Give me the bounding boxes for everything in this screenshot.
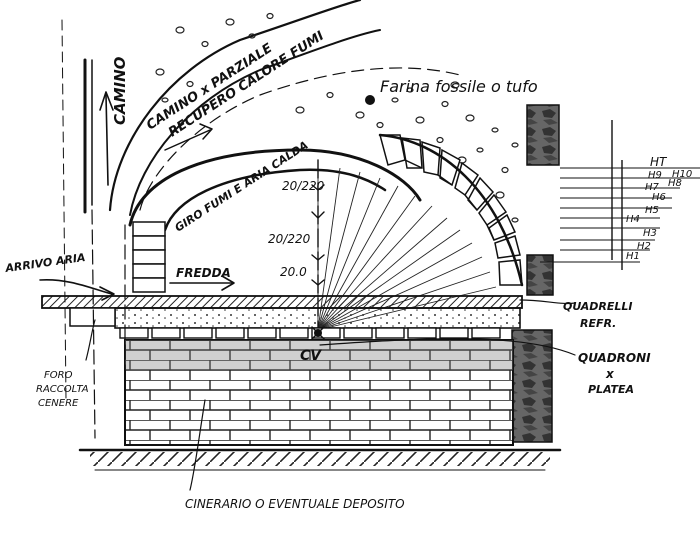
label-quadroni-2: x	[605, 367, 615, 381]
label-cv: CV	[300, 348, 322, 364]
level-h5: H5	[645, 205, 659, 216]
dimension-low: 20.0	[280, 265, 307, 279]
label-quadroni-3: PLATEA	[588, 383, 634, 396]
level-h8: H8	[668, 178, 682, 189]
chimney	[61, 19, 93, 401]
label-quadrelli-2: REFR.	[580, 317, 616, 330]
flue-channel	[108, 0, 461, 216]
brick-base	[124, 339, 514, 446]
level-labels: HT H10 H9 H8 H7 H6 H5 H4 H3 H2 H1	[626, 155, 692, 262]
level-h2: H2	[637, 241, 651, 252]
label-camino: CAMINO	[111, 56, 129, 125]
label-fredda: FREDDA	[176, 266, 231, 280]
flue-flow-arrow	[164, 123, 213, 151]
level-h6: H6	[652, 192, 666, 203]
label-cinerario: CINERARIO O EVENTUALE DEPOSITO	[185, 497, 405, 511]
dome-left-pillar	[132, 221, 166, 293]
label-foro-1: FORO	[44, 370, 73, 381]
right-stone-wall	[511, 104, 560, 443]
oven-floor-slab	[41, 295, 523, 329]
dome-brick-ring	[378, 133, 524, 287]
dimension-top: 20/220	[282, 179, 325, 193]
label-quadroni-1: QUADRONI	[578, 351, 651, 365]
label-farina: Farina fossile o tufo	[380, 77, 538, 96]
level-h10: H10	[672, 169, 692, 180]
dimension-middle: 20/220	[268, 232, 311, 246]
label-recupero: RECUPERO CALORE FUMI	[166, 29, 327, 141]
leader-lines	[85, 299, 576, 491]
oven-dome	[128, 148, 422, 232]
chimney-up-arrow	[99, 91, 114, 186]
level-scale	[540, 120, 700, 270]
level-h1: H1	[626, 251, 640, 262]
label-foro-3: CENERE	[38, 398, 79, 409]
level-h4: H4	[626, 214, 640, 225]
air-inlet-arrow	[39, 275, 235, 301]
label-foro-2: RACCOLTA	[36, 384, 89, 395]
fill-marker-dot	[365, 95, 375, 105]
level-h7: H7	[645, 182, 660, 193]
ground	[78, 448, 562, 471]
level-h3: H3	[643, 228, 657, 239]
level-ht: HT	[650, 155, 668, 169]
platform-tiles	[119, 327, 501, 339]
label-arrivo-aria: ARRIVO ARIA	[4, 251, 87, 275]
level-h9: H9	[648, 170, 662, 181]
fossil-flour-fill	[155, 12, 519, 223]
label-quadrelli-1: QUADRELLI	[563, 300, 633, 313]
cv-point	[311, 326, 325, 340]
